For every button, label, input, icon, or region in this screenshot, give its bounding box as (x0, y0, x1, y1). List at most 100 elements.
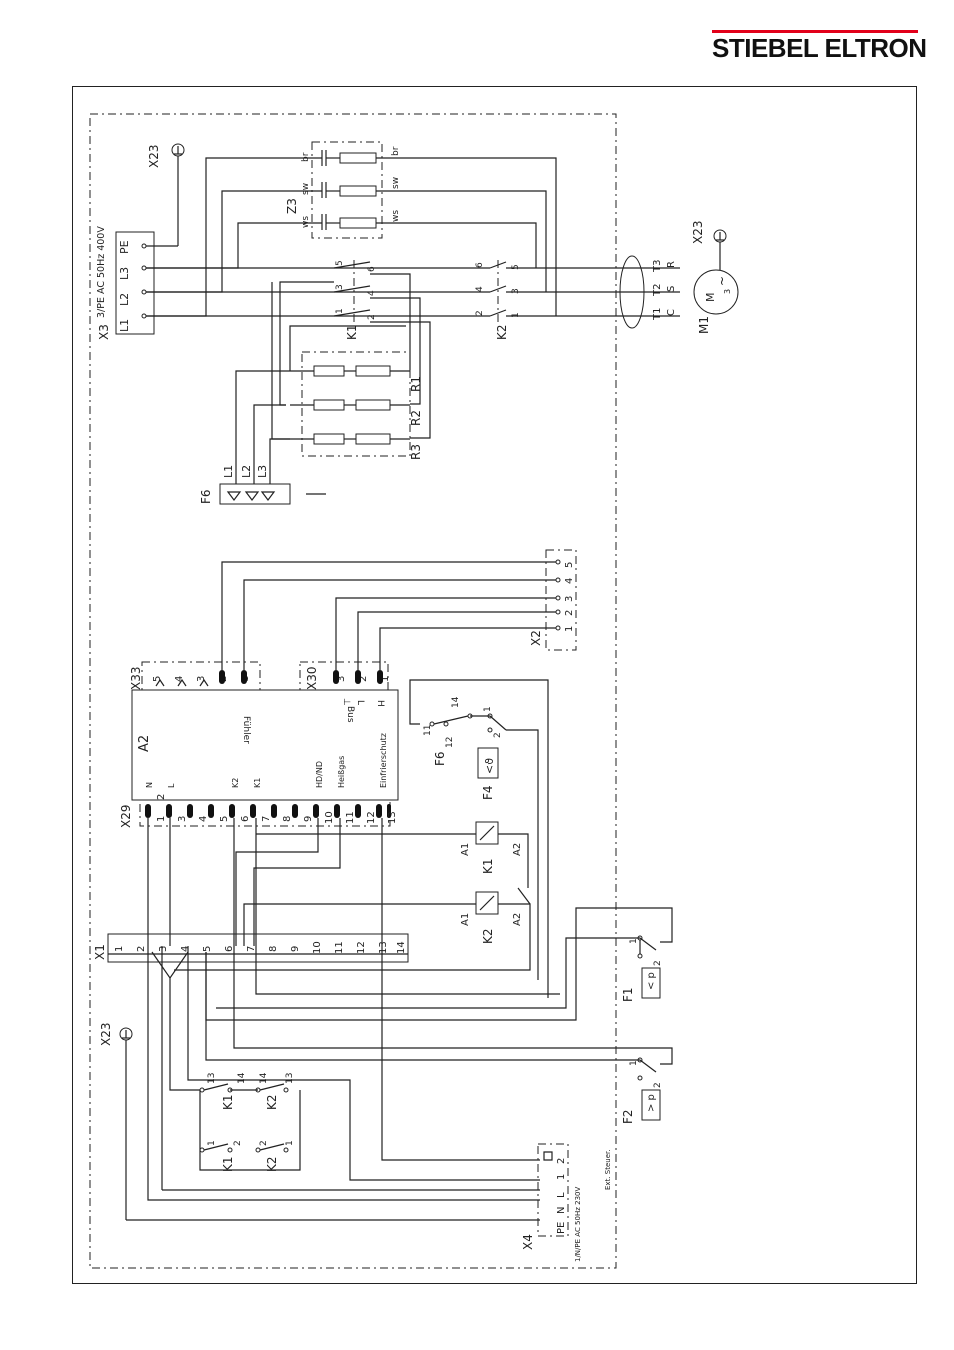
a2-label: A2 (137, 735, 152, 752)
x29-label-n: N (145, 782, 154, 788)
k1-coil-a2: A2 (512, 843, 523, 856)
motor-t2: T2 (652, 284, 663, 297)
motor-phase-c: C (666, 309, 677, 316)
x33-sensor-label: Fühler (241, 716, 251, 744)
f6-pin-14: 14 (451, 696, 461, 708)
x4-supply-label: 1/N/PE AC 50Hz 230V (574, 1187, 582, 1262)
k1-c1: 1 (335, 308, 345, 314)
f1-pin-1: 1 (629, 938, 639, 944)
x29-pin (292, 804, 298, 818)
f2-symbol: > p (646, 1094, 657, 1112)
x29-pin-3: 3 (177, 816, 188, 822)
x30-pin (377, 670, 383, 684)
x33-label: X33 (129, 667, 143, 691)
x30-l: L (355, 700, 365, 705)
x3-pin-l1: L1 (118, 319, 131, 332)
heater-box (301, 351, 411, 457)
r2-label: R2 (409, 410, 423, 426)
x1-pin-12: 12 (356, 941, 367, 954)
x3-box (115, 231, 155, 335)
x4-pin-pe: PE (556, 1222, 567, 1234)
x30-h: H (375, 700, 385, 707)
motor-label: M1 (697, 316, 711, 334)
x29-pin-11: 11 (345, 811, 356, 824)
x2-pin-5: 5 (564, 562, 575, 568)
x1-label: X1 (93, 944, 107, 960)
z3-box (311, 141, 383, 239)
f4-sensor-box (477, 747, 499, 779)
k2-c4: 4 (475, 286, 485, 292)
k2-nc-1: 1 (285, 1140, 295, 1146)
motor-t1: T1 (652, 308, 663, 321)
k2-coil-label: K2 (481, 928, 495, 944)
x4-pin-1: 1 (556, 1174, 567, 1180)
f6-aux-contacts: 11 12 14 F6 (423, 696, 473, 766)
x3-pin-pe: PE (118, 240, 131, 254)
x33-pin-4: 4 (174, 676, 185, 682)
aux-contacts: 13 14 14 13 K1 K2 1 2 2 1 K1 K2 (199, 1072, 301, 1172)
x1-pin-11: 11 (334, 941, 345, 954)
x29-pin (313, 804, 319, 818)
f1-pressure-switch: 1 2 < p F1 (621, 935, 663, 1002)
x30-label: X30 (305, 667, 319, 691)
x29-label-l: L (167, 783, 176, 788)
brand-logo: STIEBEL ELTRON (712, 30, 927, 64)
x1-pin-1: 1 (114, 946, 125, 952)
x29-pin (376, 804, 382, 818)
x29-label-hdnd: HD/ND (315, 761, 324, 788)
x29-pin (355, 804, 361, 818)
logo-wordmark: STIEBEL ELTRON (712, 33, 927, 63)
motor-tilde: ~ (715, 276, 729, 286)
f6-l2: L2 (240, 465, 253, 478)
x29-pin-9: 9 (303, 816, 314, 822)
x2-pin-4: 4 (564, 578, 575, 584)
x29-pin-10: 10 (324, 811, 335, 824)
logo-accent-bar (712, 30, 918, 33)
k2-coil-a2: A2 (512, 913, 523, 926)
z3-left-sw: sw (301, 183, 311, 195)
k1-nc-2: 2 (233, 1140, 243, 1146)
k1-aux-13: 13 (207, 1073, 217, 1084)
z3-left-ws: ws (301, 216, 311, 228)
x29-pin (250, 804, 256, 818)
f6-limiter: L1 L2 L3 F6 (199, 465, 326, 505)
controller-box (131, 689, 399, 801)
motor-icon (693, 269, 739, 315)
x33-pin-3: 3 (196, 676, 207, 682)
x30-bus: Bus (345, 706, 355, 723)
x2-pin-1: 1 (564, 626, 575, 632)
x29-pin-5: 5 (219, 816, 230, 822)
f2-label: F2 (621, 1109, 635, 1124)
k2-aux-label: K2 (265, 1094, 279, 1110)
f4-label: F4 (481, 785, 495, 800)
x29-pin-1: 1 (156, 816, 167, 822)
z3-left-br: br (301, 152, 311, 162)
x29-pin (229, 804, 235, 818)
x2-label: X2 (529, 630, 543, 646)
k2-c1: 1 (511, 312, 521, 318)
f2-pressure-switch: 1 2 > p F2 (621, 1057, 663, 1124)
x30-pin (333, 670, 339, 684)
k2-main-contacts: 2 1 4 3 6 5 K2 (334, 260, 521, 340)
x1-pin-3: 3 (158, 946, 169, 952)
x3-pin-l3: L3 (118, 267, 131, 280)
f4-symbol: <ϑ (483, 758, 496, 774)
k2-coil-a1: A1 (460, 913, 471, 926)
x30-gnd: ⊥ (341, 698, 351, 706)
f1-pin-2: 2 (653, 960, 663, 966)
f6-l1: L1 (222, 465, 235, 478)
k2-c6: 6 (475, 262, 485, 268)
x29-pin (387, 804, 391, 818)
f4-pin-1: 1 (483, 706, 493, 712)
x3-screw (141, 243, 147, 249)
x29-pin-8: 8 (282, 816, 293, 822)
k2-c3: 3 (511, 288, 521, 294)
f6-label: F6 (199, 489, 213, 504)
x33-pin-5: 5 (152, 676, 163, 682)
k1-coil-a1: A1 (460, 843, 471, 856)
x1-box (107, 933, 409, 963)
x23-bottom-label: X23 (99, 1023, 113, 1047)
x23-earth-bottom: X23 (99, 1023, 540, 1221)
heater-block: R1 R2 R3 (290, 351, 423, 460)
x29-pin (166, 804, 172, 818)
